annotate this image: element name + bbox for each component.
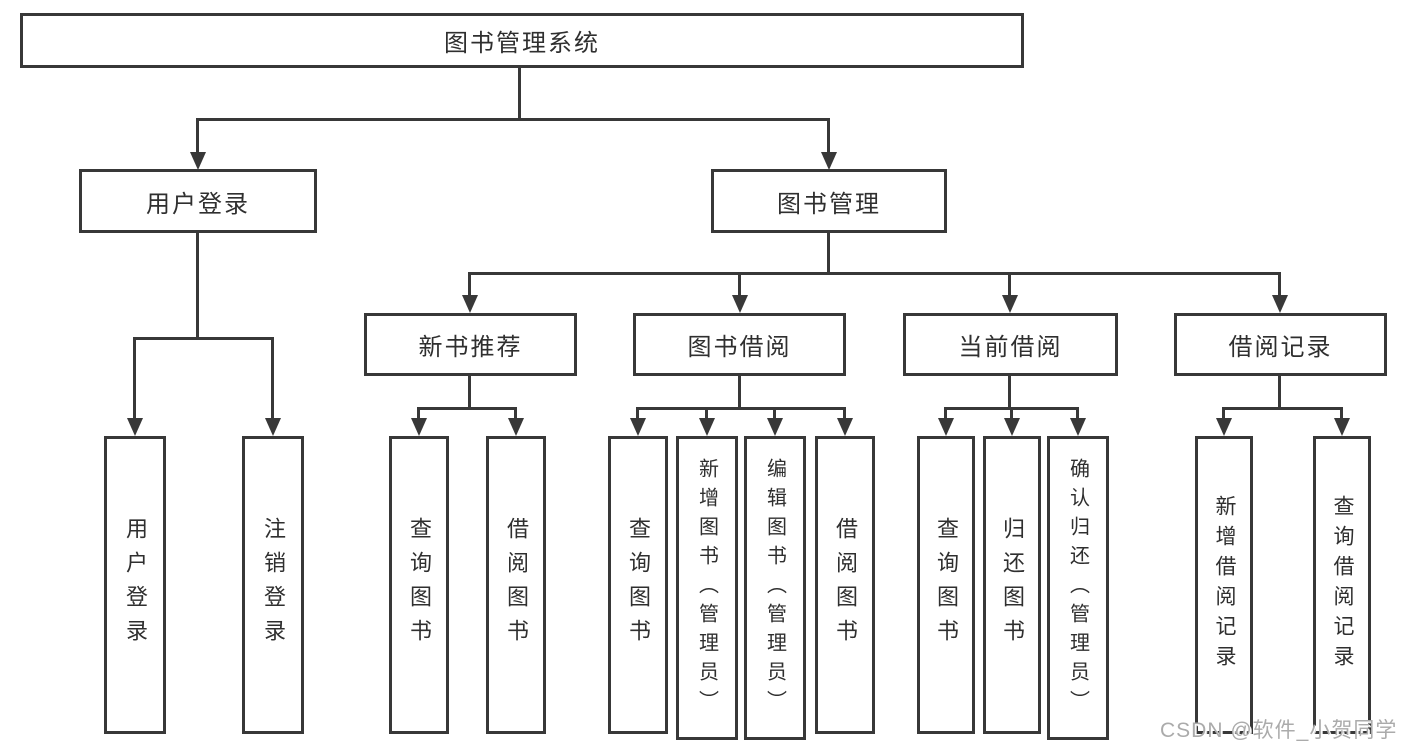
connector-line (944, 407, 947, 419)
connector-line (1278, 376, 1281, 407)
arrowhead-down (767, 418, 783, 436)
leaf-user-login-label: 用户登录 (123, 517, 148, 653)
leaf-current-query-books: 查询图书 (917, 436, 975, 734)
leaf-add-borrow-record: 新增借阅记录 (1195, 436, 1253, 734)
leaf-confirm-return-admin: 确认归还（管理员） (1047, 436, 1109, 740)
arrowhead-down (1002, 295, 1018, 313)
leaf-add-book-admin: 新增图书（管理员） (676, 436, 738, 740)
node-borrow-records-label: 借阅记录 (1228, 334, 1333, 361)
connector-line (468, 272, 471, 296)
connector-line (1076, 407, 1079, 419)
arrowhead-down (1334, 418, 1350, 436)
leaf-add-borrow-record-label: 新增借阅记录 (1213, 495, 1236, 675)
connector-line (738, 272, 741, 296)
arrowhead-down (1070, 418, 1086, 436)
leaf-return-books-label: 归还图书 (1000, 517, 1025, 653)
connector-line (514, 407, 517, 419)
node-current-borrow: 当前借阅 (903, 313, 1118, 376)
node-user-login: 用户登录 (79, 169, 317, 233)
leaf-return-books: 归还图书 (983, 436, 1041, 734)
connector-line (196, 118, 830, 121)
connector-line (468, 272, 1281, 275)
connector-line (417, 407, 517, 410)
watermark-csdn: CSDN @软件_小贺同学 (1160, 719, 1398, 742)
leaf-confirm-return-admin-label: 确认归还（管理员） (1066, 457, 1089, 719)
connector-line (636, 407, 639, 419)
connector-line (738, 376, 741, 407)
connector-line (827, 118, 830, 154)
arrowhead-down (938, 418, 954, 436)
node-book-management: 图书管理 (711, 169, 947, 233)
leaf-borrow-books: 借阅图书 (815, 436, 875, 734)
node-book-management-label: 图书管理 (777, 190, 881, 218)
node-book-borrow-label: 图书借阅 (687, 334, 792, 361)
connector-line (843, 407, 846, 419)
arrowhead-down (1216, 418, 1232, 436)
connector-line (196, 118, 199, 154)
node-current-borrow-label: 当前借阅 (958, 334, 1063, 361)
node-user-login-label: 用户登录 (146, 190, 250, 218)
arrowhead-down (837, 418, 853, 436)
leaf-current-query-books-label: 查询图书 (934, 517, 959, 653)
leaf-edit-book-admin-label: 编辑图书（管理员） (763, 457, 786, 719)
connector-line (1008, 272, 1011, 296)
leaf-logout-login-label: 注销登录 (261, 517, 286, 653)
connector-line (636, 407, 846, 410)
leaf-query-borrow-record-label: 查询借阅记录 (1331, 495, 1354, 675)
connector-line (271, 337, 274, 419)
connector-line (133, 337, 136, 419)
leaf-recommend-borrow-books: 借阅图书 (486, 436, 546, 734)
leaf-add-book-admin-label: 新增图书（管理员） (695, 457, 718, 719)
connector-line (1340, 407, 1343, 419)
connector-line (773, 407, 776, 419)
node-borrow-records: 借阅记录 (1174, 313, 1387, 376)
arrowhead-down (630, 418, 646, 436)
arrowhead-down (1004, 418, 1020, 436)
arrowhead-down (462, 295, 478, 313)
connector-line (196, 233, 199, 337)
connector-line (1010, 407, 1013, 419)
arrowhead-down (411, 418, 427, 436)
arrowhead-down (190, 152, 206, 170)
leaf-borrow-books-label: 借阅图书 (833, 517, 858, 653)
leaf-edit-book-admin: 编辑图书（管理员） (744, 436, 806, 740)
arrowhead-down (699, 418, 715, 436)
leaf-recommend-borrow-books-label: 借阅图书 (504, 517, 529, 653)
arrowhead-down (127, 418, 143, 436)
connector-line (1222, 407, 1343, 410)
connector-line (417, 407, 420, 419)
arrowhead-down (732, 295, 748, 313)
arrowhead-down (1272, 295, 1288, 313)
connector-line (518, 68, 521, 118)
node-book-borrow: 图书借阅 (633, 313, 846, 376)
leaf-query-borrow-record: 查询借阅记录 (1313, 436, 1371, 734)
connector-line (468, 376, 471, 407)
leaf-borrow-query-books-label: 查询图书 (626, 517, 651, 653)
connector-line (1278, 272, 1281, 296)
arrowhead-down (265, 418, 281, 436)
node-new-book-recommend-label: 新书推荐 (418, 334, 523, 361)
connector-line (1222, 407, 1225, 419)
arrowhead-down (821, 152, 837, 170)
connector-line (1008, 376, 1011, 407)
arrowhead-down (508, 418, 524, 436)
leaf-user-login: 用户登录 (104, 436, 166, 734)
node-root: 图书管理系统 (20, 13, 1024, 68)
node-root-label: 图书管理系统 (444, 30, 600, 57)
leaf-borrow-query-books: 查询图书 (608, 436, 668, 734)
leaf-logout-login: 注销登录 (242, 436, 304, 734)
connector-line (705, 407, 708, 419)
node-new-book-recommend: 新书推荐 (364, 313, 577, 376)
connector-line (133, 337, 274, 340)
leaf-recommend-query-books: 查询图书 (389, 436, 449, 734)
connector-line (827, 233, 830, 272)
leaf-recommend-query-books-label: 查询图书 (407, 517, 432, 653)
